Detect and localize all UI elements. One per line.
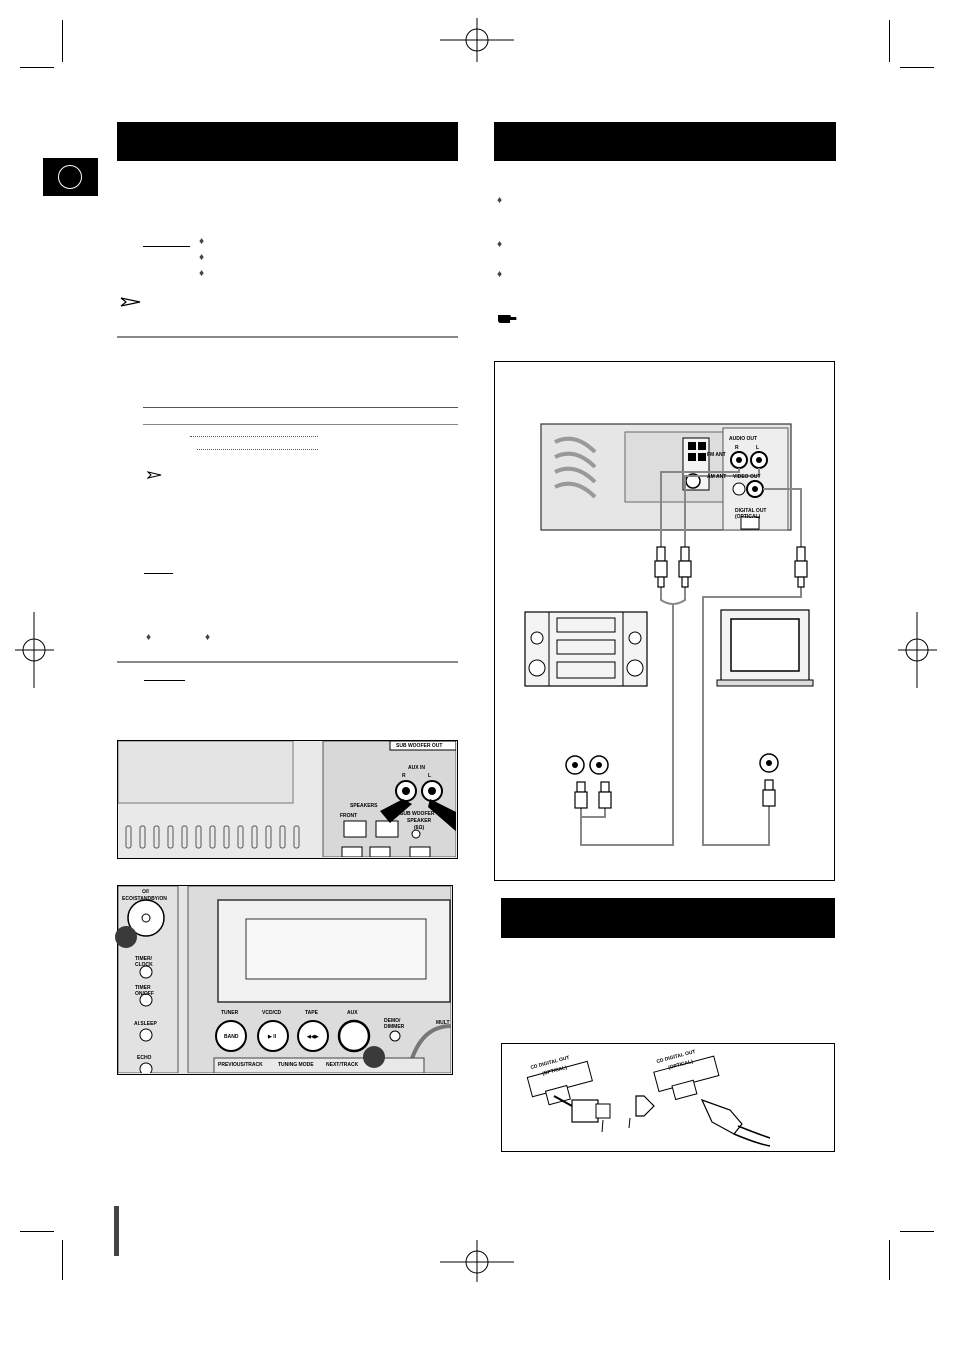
audio-out-label: AUDIO OUT [729, 436, 758, 442]
video-connection-drawing [524, 423, 814, 846]
sub-woofer-out-label: SUB WOOFER OUT [396, 743, 443, 749]
bullet-diamond: ♦ [497, 269, 503, 280]
echo-label: ECHO [137, 1055, 152, 1061]
next-track-label: NEXT/TRACK [326, 1062, 359, 1068]
band-label: BAND [224, 1034, 239, 1040]
page-number-bar [114, 1206, 119, 1256]
step-marker-2 [363, 1046, 385, 1068]
left-section-header [117, 122, 458, 161]
bullet-diamond: ♦ [205, 632, 211, 643]
language-tab [43, 158, 98, 196]
am-ant-label: AM ANT [707, 474, 727, 480]
aux-r-label: R [402, 773, 406, 779]
audio-out-r-label: R [735, 445, 739, 451]
bullet-diamond: ♦ [199, 236, 205, 247]
speakers-label: SPEAKERS [350, 803, 378, 809]
bullet-diamond: ♦ [146, 632, 152, 643]
eco-standby-label: ECO/STANDBY/ON [122, 896, 167, 902]
label-underline [144, 573, 173, 574]
audio-out-l-label: L [756, 445, 760, 451]
tuning-mode-label: TUNING MODE [278, 1062, 314, 1068]
play-pause-label: ▶ II [268, 1034, 277, 1040]
arrow-icon [428, 799, 456, 832]
table-bottom-rule [143, 424, 458, 425]
vcd-cd-label: VCD/CD [262, 1010, 282, 1016]
previous-track-label: PREVIOUS/TRACK [218, 1062, 263, 1068]
sub-woofer-speaker-label: SUB WOOFER [400, 811, 435, 817]
section-divider [117, 336, 458, 338]
optical-connection-drawing [526, 1055, 771, 1147]
digital-out-label: DIGITAL OUT (OPTICAL) [735, 508, 767, 520]
fm-ant-label: FM ANT [707, 452, 726, 458]
arrow-icon [380, 799, 412, 823]
aux-label: AUX [347, 1010, 358, 1016]
demo-dimmer-label: DEMO/ DIMMER [384, 1018, 405, 1030]
note-arrow-icon [147, 471, 162, 479]
front-panel-illustration: ⏻/I ECO/STANDBY/ON TIMER/ CLOCK TIMER ON… [115, 885, 453, 1075]
language-tab-circle [58, 165, 82, 189]
dotted-leader [197, 449, 318, 450]
ohm-label: (6Ω) [414, 825, 425, 831]
power-label: ⏻/I [142, 889, 149, 895]
mult-label: MULT [436, 1020, 450, 1026]
note-arrow-icon [120, 297, 141, 307]
digital-section-header [501, 898, 835, 938]
aux-panel-illustration: SUB WOOFER OUT AUX IN R L SPEAKERS FRONT… [117, 740, 458, 859]
bullet-diamond: ♦ [199, 252, 205, 263]
timer-onoff-label: TIMER ON/OFF [135, 985, 154, 997]
tuner-label: TUNER [221, 1010, 239, 1016]
aux-panel-drawing [118, 741, 456, 857]
ai-sleep-label: AI.SLEEP [134, 1021, 157, 1027]
label-underline [144, 680, 185, 681]
label-underline [143, 246, 190, 247]
optical-connection-illustration: CD DIGITAL OUT (OPTICAL) CD DIGITAL OUT … [501, 1043, 835, 1152]
speaker-label: SPEAKER [407, 818, 432, 824]
aux-in-label: AUX IN [408, 765, 425, 771]
rewind-ff-label: ◀◀▶ [307, 1034, 319, 1040]
dotted-leader [190, 436, 318, 437]
right-section-header [494, 122, 836, 161]
front-label: FRONT [340, 813, 358, 819]
bullet-diamond: ♦ [497, 239, 503, 250]
video-connection-illustration: AUDIO OUT R L VIDEO OUT DIGITAL OUT (OPT… [494, 361, 835, 881]
section-divider [117, 661, 458, 663]
pointing-hand-icon [498, 315, 517, 323]
table-top-rule [143, 407, 458, 408]
front-panel-drawing [118, 886, 451, 1073]
timer-clock-label: TIMER/ CLOCK [135, 956, 153, 968]
step-marker-1 [115, 926, 137, 948]
tape-label: TAPE [305, 1010, 318, 1016]
bullet-diamond: ♦ [199, 268, 205, 279]
aux-l-label: L [428, 773, 432, 779]
video-out-label: VIDEO OUT [733, 474, 761, 480]
bullet-diamond: ♦ [497, 195, 503, 206]
